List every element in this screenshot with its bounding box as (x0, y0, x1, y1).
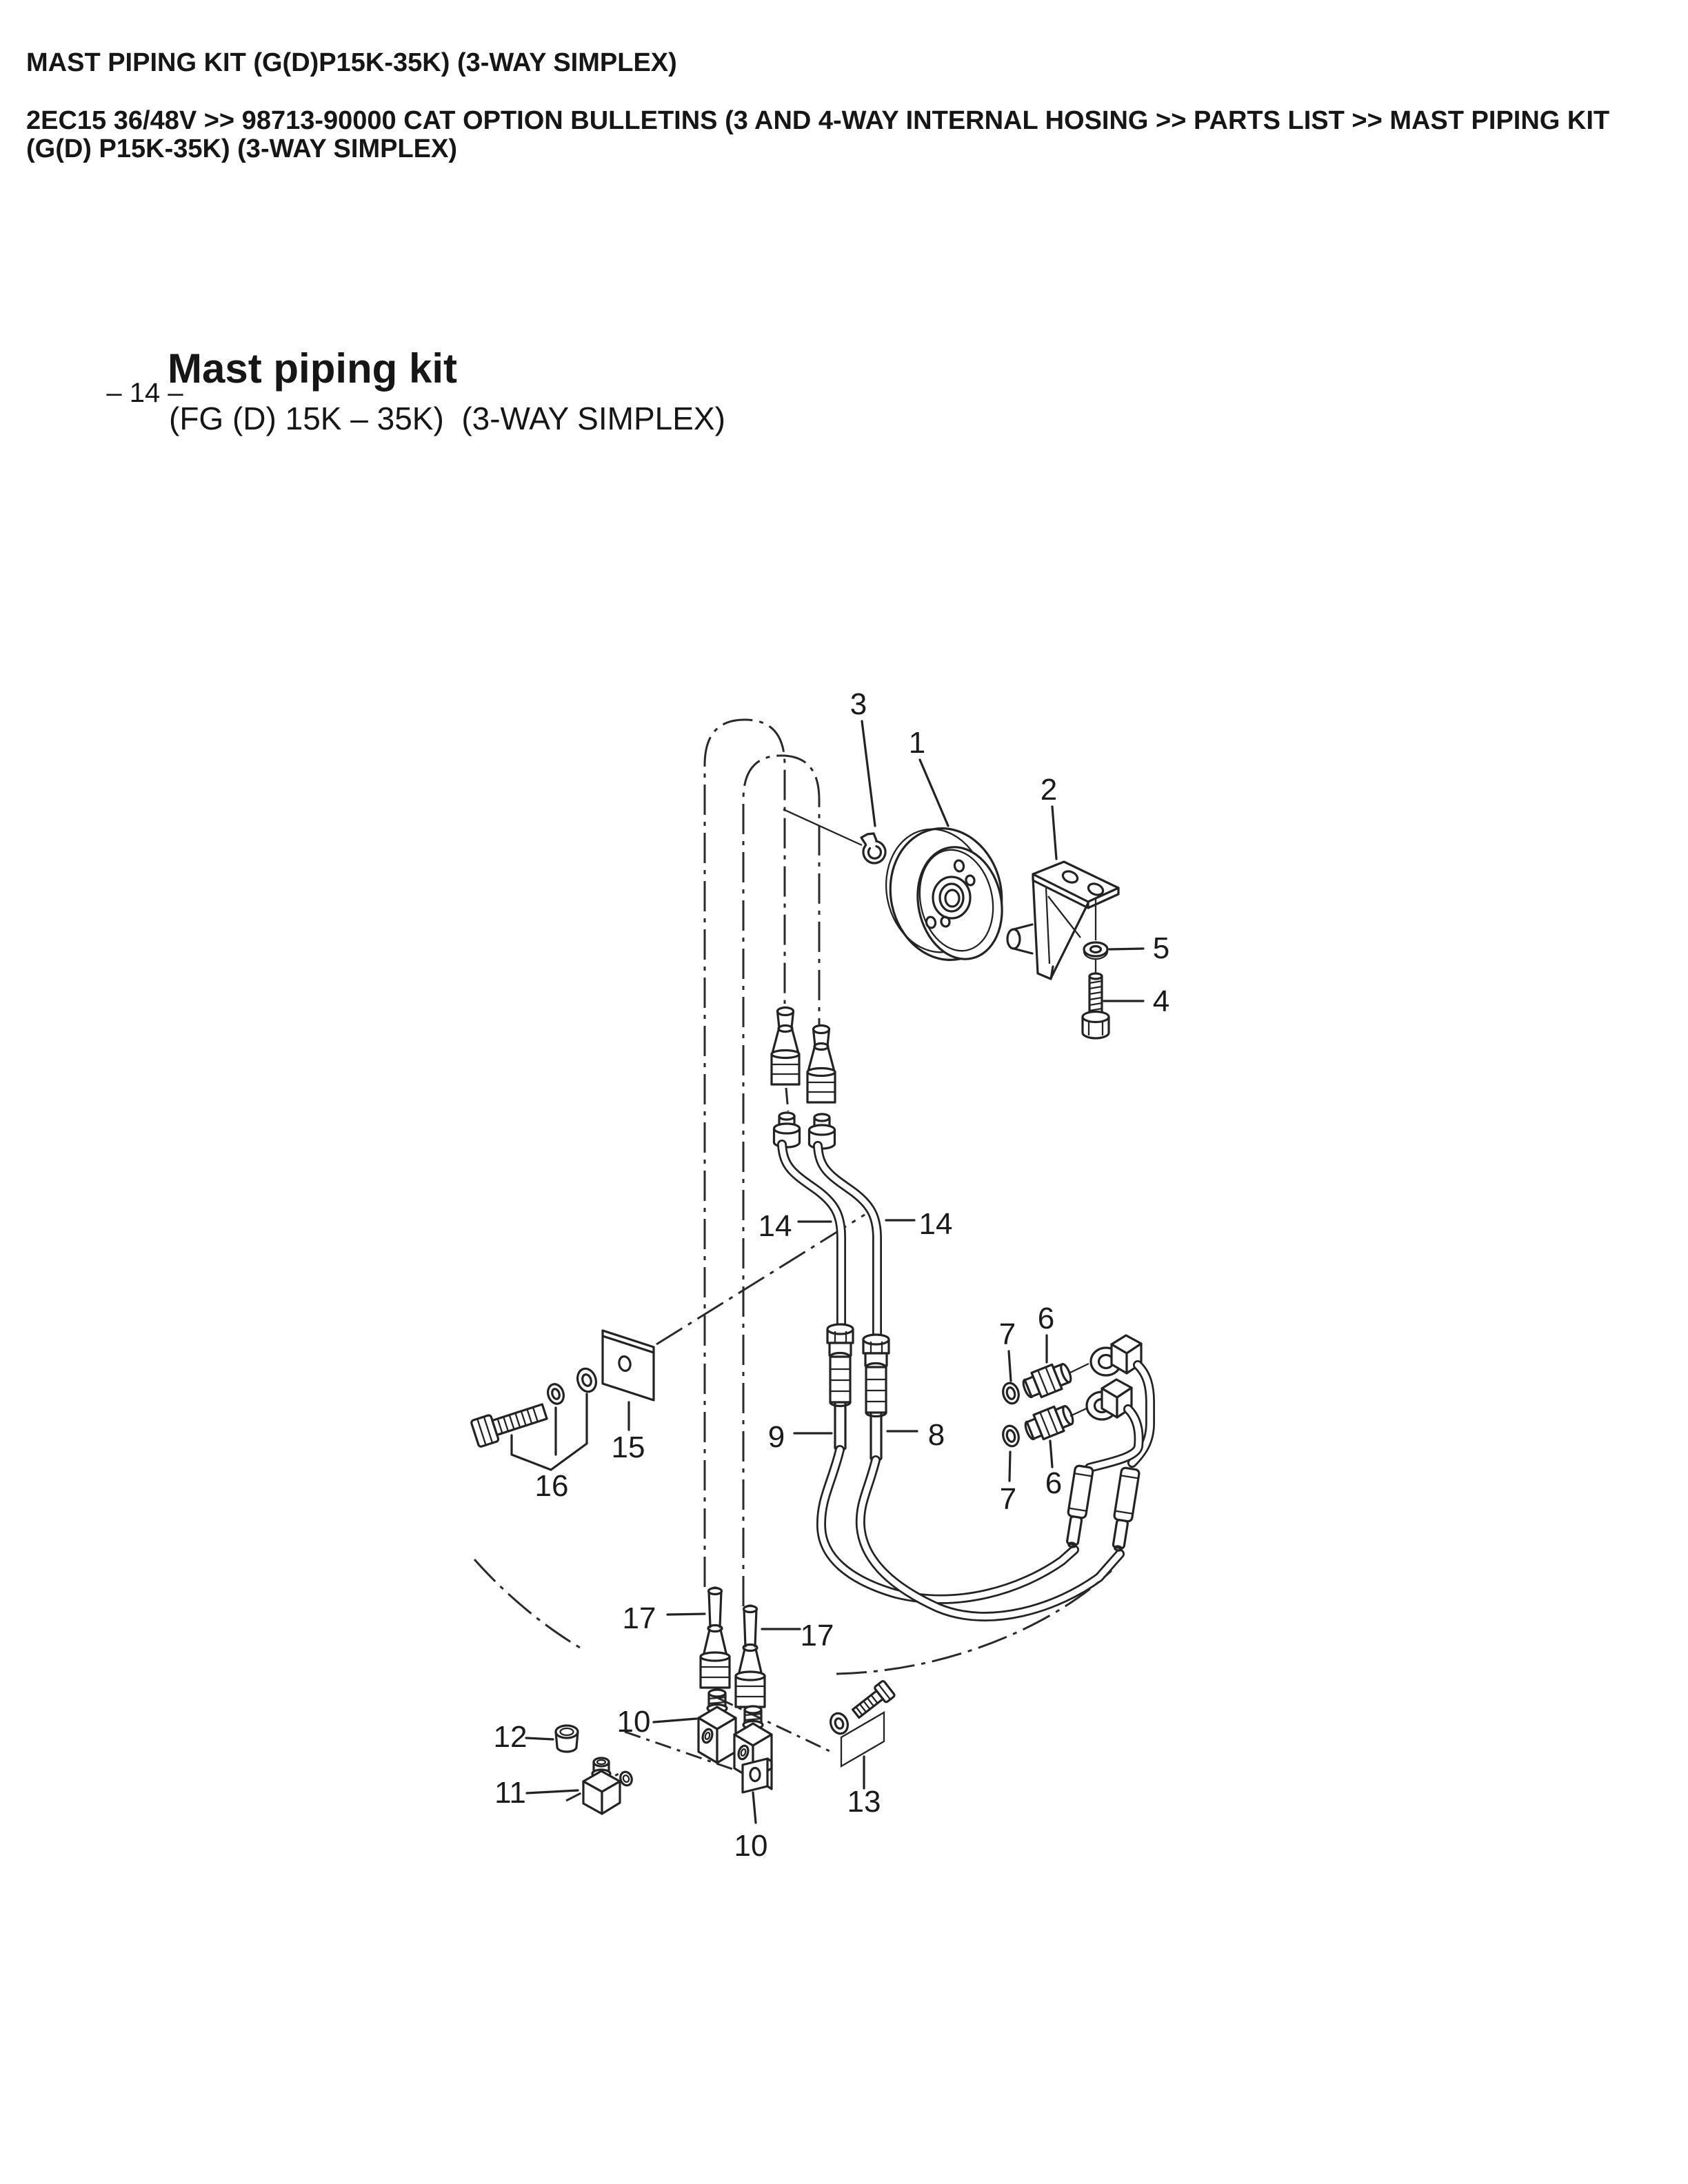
callout-6-upper: 6 (1038, 1302, 1054, 1335)
callout-12: 12 (494, 1720, 528, 1754)
hose-centerline-tail (473, 1559, 585, 1652)
pulley (885, 827, 1003, 961)
callout-11: 11 (494, 1776, 526, 1810)
hose-sleeve-right (1112, 1466, 1141, 1552)
clamp-alignment-line (656, 1213, 865, 1346)
callout-7-lower: 7 (1000, 1482, 1016, 1516)
washer (1083, 898, 1109, 973)
hose-right (855, 1455, 1125, 1621)
figure-subtitle: (FG (D) 15K – 35K) (3-WAY SIMPLEX) (169, 401, 725, 436)
bracket (1006, 860, 1120, 980)
callout-15: 15 (612, 1430, 645, 1464)
screw-13 (830, 1680, 896, 1768)
mast-tube-centerlines (656, 718, 865, 1606)
valve-block-right (733, 1705, 773, 1794)
pipe-right (813, 1141, 882, 1343)
callout-17-left: 17 (623, 1601, 656, 1635)
breadcrumb: 2EC15 36/48V >> 98713-90000 CAT OPTION B… (26, 106, 1610, 163)
callout-10-lower: 10 (734, 1829, 768, 1863)
pulley-hole (953, 859, 965, 873)
callout-9: 9 (768, 1420, 785, 1454)
elbow-11 (582, 1757, 633, 1815)
mounting-bolt (1081, 972, 1110, 1040)
pulley-hole (925, 916, 937, 929)
bracket-hole (1061, 870, 1079, 884)
callout-10-upper: 10 (617, 1705, 651, 1739)
cap-12 (554, 1724, 579, 1753)
callout-labels: 3 1 2 5 4 14 14 7 6 9 8 7 6 15 16 17 17 … (494, 687, 1170, 1863)
hose-connector-9 (826, 1323, 854, 1452)
hose-end-17-right (734, 1604, 766, 1708)
o-ring-upper (1002, 1382, 1020, 1405)
callout-13: 13 (847, 1785, 881, 1819)
hose-centerline (836, 1569, 1113, 1675)
hose-left (816, 1445, 1079, 1604)
pulley-hole (965, 874, 976, 887)
union-axis-lines (1068, 1362, 1089, 1417)
callout-2: 2 (1041, 773, 1057, 807)
pulley-hole (940, 916, 951, 928)
callout-14-left: 14 (758, 1209, 792, 1243)
callout-16: 16 (535, 1469, 569, 1503)
callout-4: 4 (1153, 984, 1169, 1018)
callout-1: 1 (909, 726, 925, 760)
bracket-hole (1087, 882, 1105, 896)
snap-ring (860, 832, 887, 865)
flat-washer-16 (576, 1367, 598, 1393)
callout-5: 5 (1153, 931, 1169, 965)
pipe-lower-fittings (772, 1111, 836, 1150)
hose-end-17-left (699, 1586, 731, 1689)
spring-washer-16 (547, 1383, 565, 1405)
phantom-flag (840, 1711, 885, 1768)
clamp-plate-15 (601, 1329, 655, 1402)
page-title: MAST PIPING KIT (G(D)P15K-35K) (3-WAY SI… (26, 48, 677, 77)
callout-14-right: 14 (919, 1207, 953, 1241)
hose-sleeve-left (1066, 1464, 1094, 1548)
callout-7-upper: 7 (999, 1317, 1016, 1351)
o-ring-lower (1002, 1424, 1020, 1448)
block-plate (741, 1757, 769, 1794)
elbow-upper (1089, 1334, 1155, 1468)
figure-page-marker: – 14 – (106, 378, 183, 408)
union-upper (1022, 1363, 1072, 1399)
leader-lines (510, 720, 1145, 1824)
snap-ring-alignment-line (783, 808, 863, 847)
figure-title: Mast piping kit (168, 345, 457, 392)
callout-17-right: 17 (801, 1619, 834, 1652)
union-lower (1024, 1405, 1074, 1441)
pipe-fitting-upper-left (770, 1006, 801, 1112)
phantom-mount-lines (565, 1697, 830, 1802)
callout-8: 8 (928, 1418, 945, 1452)
callout-3: 3 (850, 687, 867, 721)
valve-block-left (697, 1688, 737, 1764)
pipe-fitting-upper-right (806, 1024, 836, 1104)
hose-connector-8 (862, 1333, 890, 1462)
bolt-16 (470, 1403, 548, 1448)
elbow-lower (1085, 1378, 1144, 1473)
bracket-boss (1006, 928, 1021, 950)
callout-6-lower: 6 (1045, 1466, 1062, 1500)
pipe-left (777, 1140, 846, 1333)
